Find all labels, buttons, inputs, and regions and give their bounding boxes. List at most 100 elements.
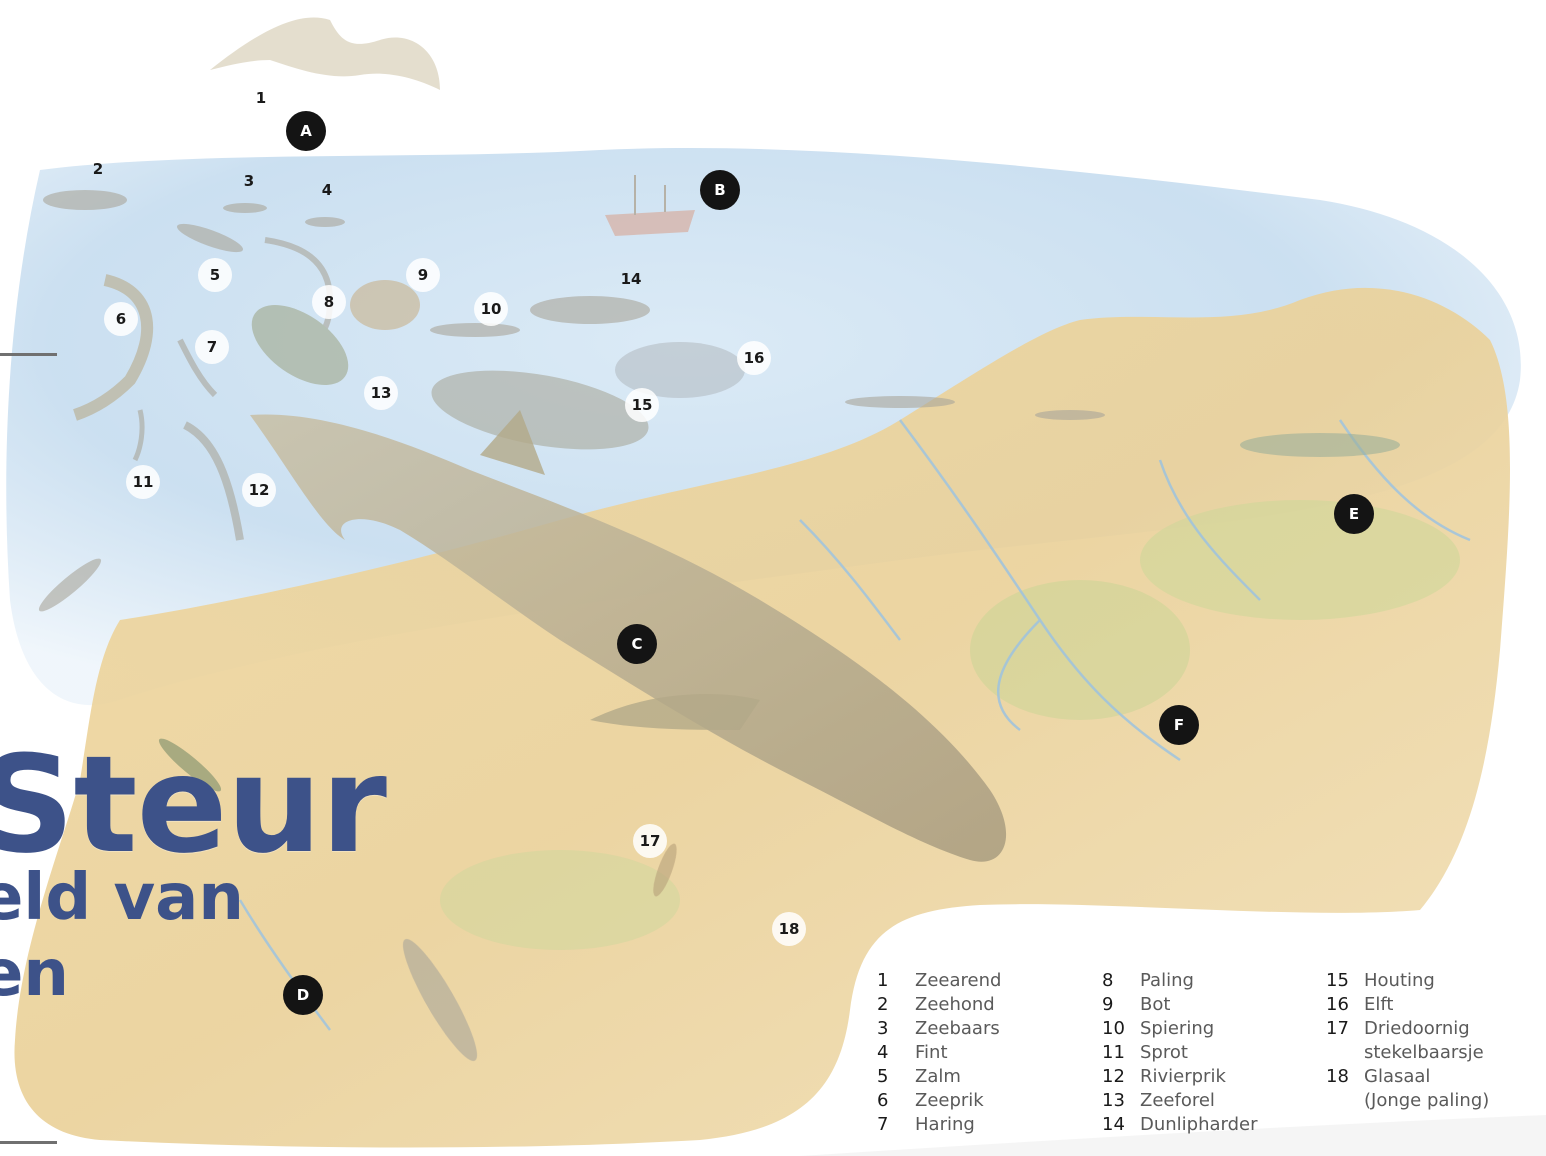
legend-species-name: Zeebaars bbox=[915, 1018, 1000, 1039]
marker-9: 9 bbox=[406, 258, 440, 292]
legend-number: 11 bbox=[1102, 1042, 1125, 1063]
legend-item: (Jonge paling) bbox=[1326, 1089, 1489, 1113]
legend-item: 17 Driedoornig bbox=[1326, 1017, 1489, 1041]
legend-species-name: (Jonge paling) bbox=[1364, 1090, 1490, 1111]
sturgeon-fin bbox=[590, 694, 760, 730]
zone-b-badge: B bbox=[700, 170, 740, 210]
marker-14: 14 bbox=[620, 270, 642, 288]
legend-species-name: Houting bbox=[1364, 970, 1435, 991]
legend-species-name: Haring bbox=[915, 1114, 975, 1135]
legend-item: 2 Zeehond bbox=[877, 993, 1001, 1017]
marker-17: 17 bbox=[633, 824, 667, 858]
marker-3: 3 bbox=[243, 172, 255, 190]
legend-number: 4 bbox=[877, 1042, 889, 1063]
marker-6: 6 bbox=[104, 302, 138, 336]
page-title: Steur bbox=[0, 727, 387, 883]
marker-4: 4 bbox=[321, 181, 333, 199]
legend-number: 7 bbox=[877, 1114, 889, 1135]
bottom-wash bbox=[800, 1115, 1546, 1156]
legend-number: 12 bbox=[1102, 1066, 1125, 1087]
boat-illustration bbox=[605, 175, 695, 236]
legend-species-name: Rivierprik bbox=[1140, 1066, 1226, 1087]
marker-2: 2 bbox=[92, 160, 104, 178]
legend-number: 1 bbox=[877, 970, 889, 991]
legend-number: 13 bbox=[1102, 1090, 1125, 1111]
legend-item: 9 Bot bbox=[1102, 993, 1258, 1017]
legend-number: 18 bbox=[1326, 1066, 1349, 1087]
legend-item: 16 Elft bbox=[1326, 993, 1489, 1017]
legend-item: stekelbaarsje bbox=[1326, 1041, 1489, 1065]
legend-species-name: Elft bbox=[1364, 994, 1394, 1015]
legend-number: 8 bbox=[1102, 970, 1114, 991]
legend-item: 14 Dunlipharder bbox=[1102, 1113, 1258, 1137]
legend-species-name: Paling bbox=[1140, 970, 1194, 991]
zone-f-badge: F bbox=[1159, 705, 1199, 745]
subtitle-line-2: en bbox=[0, 937, 69, 1011]
legend-species-name: Fint bbox=[915, 1042, 948, 1063]
legend-species-name: Bot bbox=[1140, 994, 1171, 1015]
legend-number: 17 bbox=[1326, 1018, 1349, 1039]
marker-8: 8 bbox=[312, 285, 346, 319]
legend-species-name: Dunlipharder bbox=[1140, 1114, 1258, 1135]
sturgeon-fin bbox=[480, 410, 545, 475]
legend-species-name: Driedoornig bbox=[1364, 1018, 1470, 1039]
legend-species-name: Zalm bbox=[915, 1066, 961, 1087]
marker-12: 12 bbox=[242, 473, 276, 507]
zone-c-badge: C bbox=[617, 624, 657, 664]
legend-number: 9 bbox=[1102, 994, 1114, 1015]
vegetation-patch bbox=[440, 850, 680, 950]
legend-item: 18 Glasaal bbox=[1326, 1065, 1489, 1089]
eagle-illustration bbox=[210, 17, 440, 90]
zone-d-badge: D bbox=[283, 975, 323, 1015]
legend-item: 5 Zalm bbox=[877, 1065, 1001, 1089]
zone-a-badge: A bbox=[286, 111, 326, 151]
legend-species-name: Zeehond bbox=[915, 994, 995, 1015]
marker-15: 15 bbox=[625, 388, 659, 422]
marker-1: 1 bbox=[255, 89, 267, 107]
subtitle-line-1: eld van bbox=[0, 861, 244, 935]
marker-11: 11 bbox=[126, 465, 160, 499]
legend-column-3: 15 Houting 16 Elft 17 Driedoornig stekelbaarsj… bbox=[1326, 969, 1489, 1113]
legend-item: 8 Paling bbox=[1102, 969, 1258, 993]
legend-number bbox=[1326, 1041, 1364, 1065]
marker-5: 5 bbox=[198, 258, 232, 292]
legend-number: 10 bbox=[1102, 1018, 1125, 1039]
vegetation-patch bbox=[970, 580, 1190, 720]
legend-item: 7 Haring bbox=[877, 1113, 1001, 1137]
legend-species-name: Zeeforel bbox=[1140, 1090, 1215, 1111]
legend-item: 10 Spiering bbox=[1102, 1017, 1258, 1041]
zone-e-badge: E bbox=[1334, 494, 1374, 534]
legend-item: 1 Zeearend bbox=[877, 969, 1001, 993]
marker-10: 10 bbox=[474, 292, 508, 326]
divider-top bbox=[0, 353, 57, 356]
legend-item: 12 Rivierprik bbox=[1102, 1065, 1258, 1089]
rivers bbox=[238, 419, 1471, 1031]
vegetation-patch bbox=[1140, 500, 1460, 620]
divider-bottom bbox=[0, 1141, 57, 1144]
legend-species-name: Zeearend bbox=[915, 970, 1002, 991]
legend-species-name: stekelbaarsje bbox=[1364, 1042, 1484, 1063]
legend-number: 15 bbox=[1326, 970, 1349, 991]
legend-number bbox=[1326, 1089, 1364, 1113]
legend-number: 6 bbox=[877, 1090, 889, 1111]
marker-16: 16 bbox=[737, 341, 771, 375]
legend-item: 13 Zeeforel bbox=[1102, 1089, 1258, 1113]
legend-item: 11 Sprot bbox=[1102, 1041, 1258, 1065]
marker-18: 18 bbox=[772, 912, 806, 946]
fish-illustrations bbox=[38, 190, 1400, 1062]
marker-13: 13 bbox=[364, 376, 398, 410]
legend-column-2: 8 Paling 9 Bot 10 Spiering 11 Sprot 12 Rivierprik… bbox=[1102, 969, 1258, 1137]
legend-number: 2 bbox=[877, 994, 889, 1015]
legend-number: 14 bbox=[1102, 1114, 1125, 1135]
legend-item: 4 Fint bbox=[877, 1041, 1001, 1065]
legend-number: 16 bbox=[1326, 994, 1349, 1015]
legend-species-name: Glasaal bbox=[1364, 1066, 1431, 1087]
legend-species-name: Spiering bbox=[1140, 1018, 1215, 1039]
legend-species-name: Sprot bbox=[1140, 1042, 1188, 1063]
legend-number: 5 bbox=[877, 1066, 889, 1087]
marker-7: 7 bbox=[195, 330, 229, 364]
